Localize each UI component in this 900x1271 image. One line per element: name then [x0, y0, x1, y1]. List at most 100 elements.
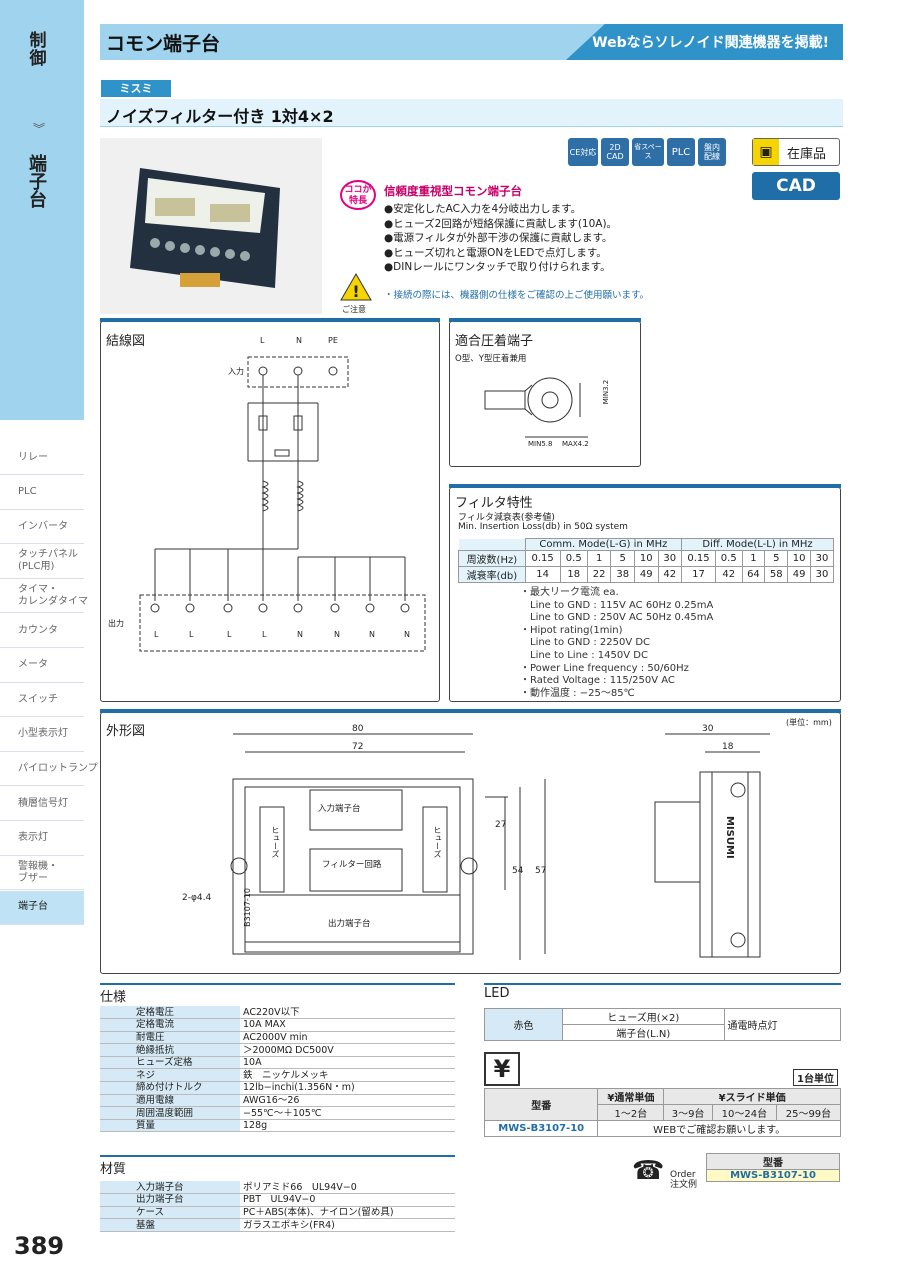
spec-value: −55℃〜＋105℃ [240, 1106, 455, 1120]
feature-item: ●ヒューズ切れと電源ONをLEDで点灯します。 [384, 246, 607, 259]
fuse-label-left: ヒューズ [271, 826, 280, 858]
model-label: B3107-10 [243, 888, 252, 927]
filter-cell: 0.15 [681, 550, 716, 567]
yen-icon: ¥ [484, 1052, 520, 1086]
spec-value: 鉄 ニッケルメッキ [240, 1068, 455, 1083]
filter-cell: 5 [610, 550, 635, 567]
dim-max42: MAX4.2 [562, 440, 589, 448]
caution-text: ・接続の際には、機器側の仕様をご確認の上ご使用願います。 [384, 290, 650, 301]
fuse-label-right: ヒューズ [433, 826, 442, 858]
filter-note: ・Power Line frequency : 50/60Hz [520, 662, 689, 674]
spec-value: ポリアミド66 UL94V−0 [240, 1181, 455, 1195]
web-banner-link[interactable]: Webならソレノイド関連機器を掲載! [566, 24, 843, 60]
dim-18: 18 [722, 742, 734, 752]
spec-key: 絶縁抵抗 [100, 1043, 240, 1057]
spec-value: AWG16〜26 [240, 1094, 455, 1108]
sidebar-nav-item[interactable]: PLC [0, 476, 84, 510]
input-label: 入力 [228, 367, 244, 376]
hole-label: 2-φ4.4 [182, 893, 212, 903]
filter-hdr-comm: Comm. Mode(L-G) in MHz [524, 538, 683, 551]
cad-button[interactable]: CAD [752, 172, 840, 200]
price-col-model: 型番 [483, 1088, 599, 1121]
sidebar-nav-item[interactable]: 積層信号灯 [0, 787, 84, 821]
page-number: 389 [14, 1232, 65, 1260]
price-col-slide: ¥スライド単価 [663, 1088, 841, 1105]
filter-cell: 49 [633, 566, 659, 583]
spec-value: 10A MAX [240, 1018, 455, 1032]
filter-cell: 58 [764, 566, 789, 583]
dim-72: 72 [352, 742, 364, 752]
filter-hdr-diff: Diff. Mode(L-L) in MHz [681, 538, 834, 551]
sidebar-nav-item[interactable]: 端子台 [0, 890, 84, 925]
spec-value: 128g [240, 1119, 455, 1133]
sidebar-nav-item[interactable]: スイッチ [0, 683, 84, 718]
sidebar-nav-item[interactable]: メータ [0, 649, 84, 683]
sidebar-nav-item[interactable]: リレー [0, 441, 84, 475]
led-title: LED [484, 986, 510, 1001]
sidebar-nav-item[interactable]: インバータ [0, 510, 84, 545]
sidebar-nav-item[interactable]: タッチパネル (PLC用) [0, 545, 84, 579]
crimp-terminal-drawing [484, 377, 588, 438]
row2-label: 減衰率(db) [458, 566, 526, 583]
phone-icon: ☎ [632, 1156, 665, 1186]
product-subtitle: ノイズフィルター付き 1対4×2 [106, 107, 334, 126]
wiring-title: 結線図 [106, 334, 146, 349]
sidebar-nav-item[interactable]: 警報機・ ブザー [0, 856, 84, 891]
spec-value: PBT UL94V−0 [240, 1193, 455, 1207]
dim-30: 30 [702, 724, 714, 734]
sidebar-category-top: 制御 [29, 31, 47, 69]
filter-cell: 42 [657, 566, 683, 583]
sidebar-nav-item[interactable]: カウンタ [0, 614, 84, 648]
filter-cell: 17 [681, 566, 716, 583]
out-block-label: 出力端子台 [328, 919, 371, 929]
filter-cell: 5 [764, 550, 789, 567]
stock-indicator: ▣ 在庫品 [752, 138, 840, 166]
sidebar-nav-item[interactable]: タイマ・ カレンダタイマ [0, 579, 88, 614]
filter-cell: 0.5 [559, 550, 588, 567]
order-model: MWS-B3107-10 [706, 1169, 840, 1182]
dim-min32: MIN3.2 [602, 379, 611, 405]
spec-key: 周囲温度範囲 [100, 1106, 240, 1120]
price-model: MWS-B3107-10 [483, 1120, 599, 1137]
filter-label: フィルター回路 [322, 860, 382, 870]
in-block-label: 入力端子台 [318, 804, 361, 814]
dim-57: 57 [535, 866, 547, 876]
filter-note: Line to GND : 250V AC 50Hz 0.45mA [520, 612, 714, 624]
filter-note: ・Hipot rating(1min) [520, 624, 623, 636]
outline-drawing [230, 733, 770, 960]
filter-cell: 64 [741, 566, 766, 583]
crimp-title: 適合圧着端子 [455, 334, 534, 349]
spec-value: PC＋ABS(本体)、ナイロン(留め具) [240, 1206, 455, 1220]
spec-key: ケース [100, 1206, 240, 1220]
filter-note: Line to Line : 1450V DC [520, 649, 648, 661]
order-col: 型番 [706, 1153, 840, 1170]
product-image-drawing [130, 168, 280, 288]
spec-value: AC2000V min [240, 1031, 455, 1045]
feature-item: ●電源フィルタが外部干渉の保護に貢献します。 [384, 232, 613, 245]
filter-cell: 18 [559, 566, 588, 583]
brand-label: MISUMI [724, 816, 735, 859]
sidebar-nav-item[interactable]: パイロットランプ [0, 752, 98, 787]
sidebar-nav-item[interactable]: 表示灯 [0, 822, 84, 856]
filter-note: ・Rated Voltage : 115/250V AC [520, 675, 675, 687]
spec-value: ガラスエポキシ(FR4) [240, 1218, 455, 1232]
led-state: 通電時点灯 [723, 1008, 842, 1041]
sidebar-category-panel [0, 0, 84, 420]
spec-key: 耐電圧 [100, 1031, 240, 1045]
row1-label: 周波数(Hz) [458, 550, 526, 567]
material-title: 材質 [100, 1162, 127, 1177]
spec-key: 質量 [100, 1119, 240, 1133]
filter-note: ・最大リーク電流 ea. [520, 587, 619, 598]
filter-notes: ・最大リーク電流 ea. Line to GND : 115V AC 60Hz … [520, 587, 713, 700]
spec-key: ヒューズ定格 [100, 1056, 240, 1070]
sidebar-nav-item[interactable]: 小型表示灯 [0, 718, 84, 752]
filter-cell: 30 [810, 566, 834, 583]
price-unit: 1台単位 [793, 1069, 838, 1086]
filter-cell: 38 [610, 566, 635, 583]
filter-cell: 42 [714, 566, 743, 583]
badge-ce: CE対応 [568, 138, 598, 166]
dim-80: 80 [352, 724, 364, 734]
